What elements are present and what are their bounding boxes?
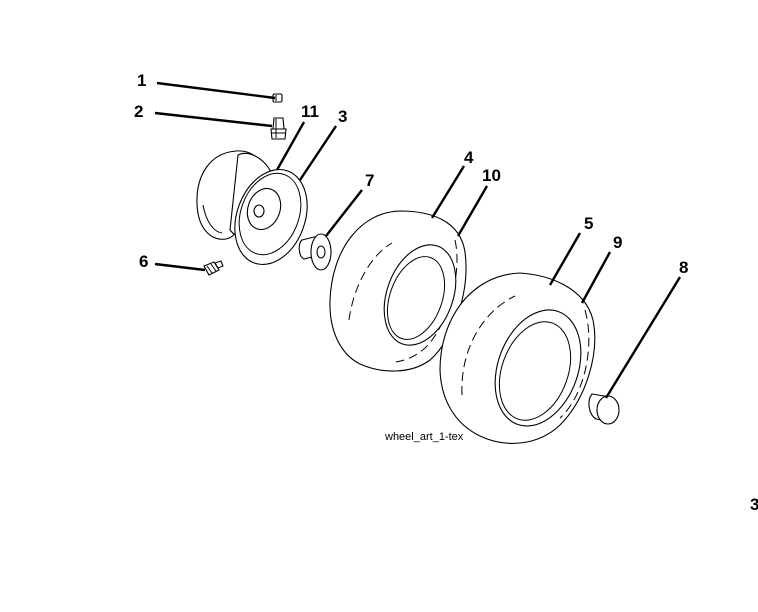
leader-7 xyxy=(325,189,363,237)
callout-9: 9 xyxy=(613,233,622,252)
tire-front xyxy=(329,210,467,372)
leader-5 xyxy=(548,232,582,286)
callout-3: 3 xyxy=(338,107,347,126)
callout-5: 5 xyxy=(584,214,593,233)
part-2-valve-stem xyxy=(270,117,287,140)
edge-mark: 3 xyxy=(750,495,758,514)
callout-7: 7 xyxy=(365,171,374,190)
callout-10: 10 xyxy=(482,166,501,185)
tire-rear xyxy=(439,272,596,444)
leader-1 xyxy=(156,81,276,100)
part-7-bushing xyxy=(298,233,332,271)
part-6-fitting xyxy=(203,260,224,276)
callout-11: 11 xyxy=(301,102,319,121)
leader-4 xyxy=(430,165,466,219)
leader-6 xyxy=(154,262,206,272)
callout-1: 1 xyxy=(137,71,146,90)
leader-3 xyxy=(299,125,337,181)
leader-lines xyxy=(154,81,682,399)
leader-8 xyxy=(604,276,682,399)
callout-6: 6 xyxy=(139,252,148,271)
rim-assembly xyxy=(196,150,308,266)
leader-11 xyxy=(275,121,306,171)
diagram-caption: wheel_art_1-tex xyxy=(384,431,464,443)
callout-8: 8 xyxy=(679,258,688,277)
callout-2: 2 xyxy=(134,102,143,121)
callout-numbers: 1 2 11 3 7 6 4 10 5 9 8 xyxy=(134,71,688,277)
leader-10 xyxy=(456,185,489,237)
leader-9 xyxy=(580,251,612,304)
leader-2 xyxy=(154,111,273,128)
part-8-cap xyxy=(588,393,620,425)
callout-4: 4 xyxy=(464,148,474,167)
